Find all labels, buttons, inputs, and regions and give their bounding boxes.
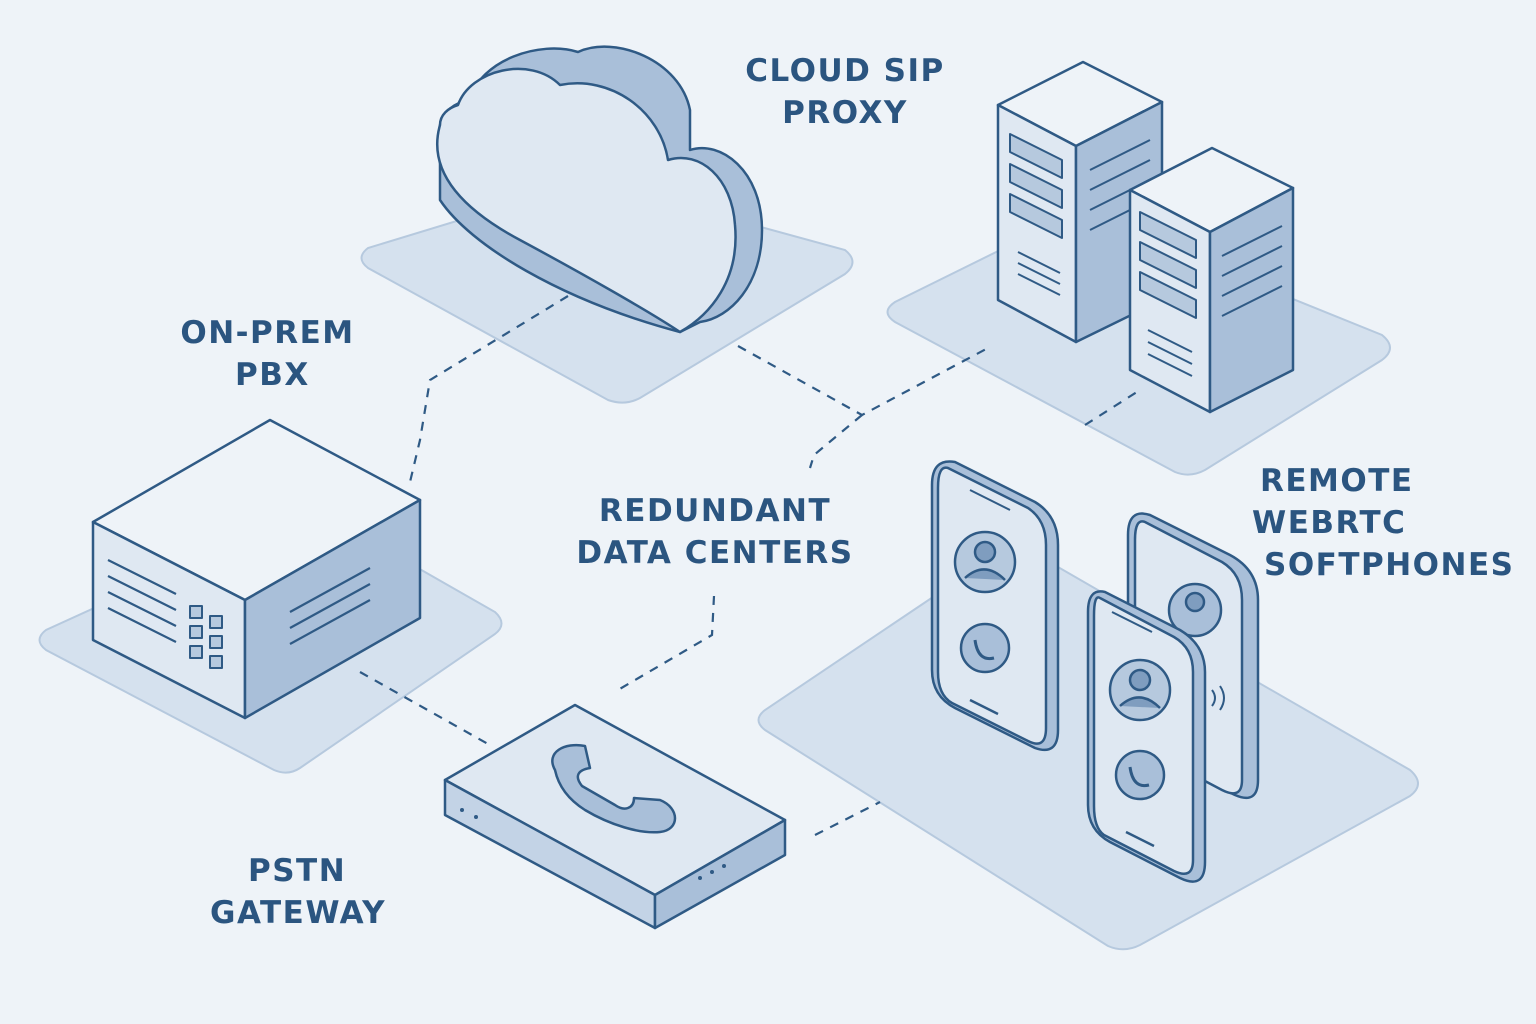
label-line: PBX: [235, 357, 310, 393]
label-on-prem-pbx: ON-PREM PBX: [165, 312, 370, 396]
label-line: SOFTPHONES: [1264, 547, 1515, 583]
label-line: REMOTE: [1260, 463, 1414, 499]
dashed-links: [359, 295, 1141, 836]
label-pstn-gateway: PSTN GATEWAY: [200, 850, 400, 934]
link-pbx-gateway: [359, 671, 489, 745]
label-line: WEBRTC: [1252, 505, 1407, 541]
label-line: CLOUD SIP: [745, 53, 945, 89]
phone-left: [930, 460, 1060, 752]
link-gateway-phones: [814, 801, 881, 836]
phone-handset-icon: [443, 703, 787, 930]
label-cloud-sip-proxy: CLOUD SIP PROXY: [735, 50, 955, 134]
link-servers-dc: [1084, 389, 1141, 426]
label-line: REDUNDANT: [598, 493, 832, 529]
cloud-icon: [436, 45, 764, 334]
phone-middle: [1086, 590, 1207, 883]
smartphone-icon: [930, 460, 1260, 883]
label-remote-webrtc-softphones: REMOTE WEBRTC SOFTPHONES: [1252, 460, 1515, 586]
label-line: PROXY: [782, 95, 908, 131]
label-redundant-data-centers: REDUNDANT DATA CENTERS: [570, 490, 860, 574]
link-servers-gateway: [808, 414, 863, 469]
label-line: ON-PREM: [180, 315, 355, 351]
label-line: PSTN: [248, 853, 347, 889]
server-rack-icon: [996, 60, 1295, 414]
link-dc-gateway: [617, 595, 716, 691]
link-cloud-servers: [737, 345, 989, 417]
label-line: GATEWAY: [210, 895, 387, 931]
link-cloud-pbx: [408, 295, 569, 483]
label-line: DATA CENTERS: [576, 535, 854, 571]
pbx-box-icon: [91, 418, 422, 720]
